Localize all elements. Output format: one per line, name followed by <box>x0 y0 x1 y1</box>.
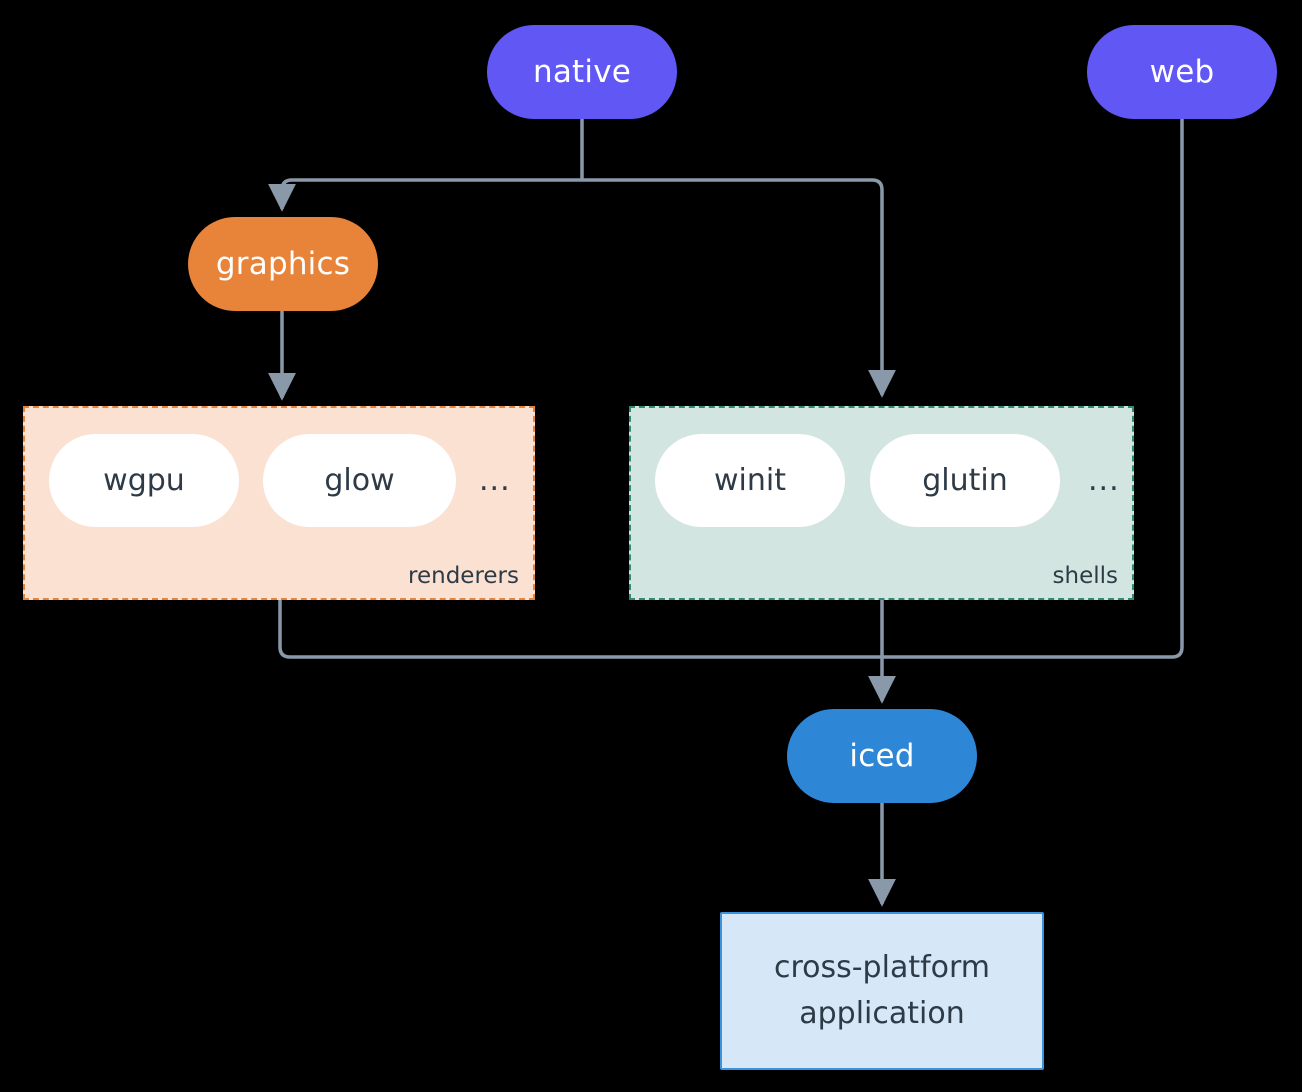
node-native[interactable]: native <box>487 25 677 119</box>
shells-more-ellipsis: ... <box>1088 463 1120 498</box>
node-web[interactable]: web <box>1087 25 1277 119</box>
edge-renderers-to-iced <box>278 600 882 659</box>
node-winit[interactable]: winit <box>655 434 845 527</box>
application-label-line1: cross-platform <box>773 949 991 985</box>
cluster-shells-label: shells <box>1052 562 1118 589</box>
edge-native-to-graphics <box>268 178 582 212</box>
node-glutin[interactable]: glutin <box>870 434 1060 527</box>
node-glow[interactable]: glow <box>263 434 456 527</box>
edge-native-to-shells <box>582 178 896 398</box>
renderers-more-ellipsis: ... <box>479 463 511 498</box>
cluster-renderers-label: renderers <box>408 562 519 589</box>
node-graphics[interactable]: graphics <box>188 217 378 311</box>
application-label-line2: application <box>799 996 965 1031</box>
node-wgpu[interactable]: wgpu <box>49 434 239 527</box>
node-cross-platform-application[interactable]: cross-platform application <box>720 912 1044 1070</box>
node-iced[interactable]: iced <box>787 709 977 803</box>
